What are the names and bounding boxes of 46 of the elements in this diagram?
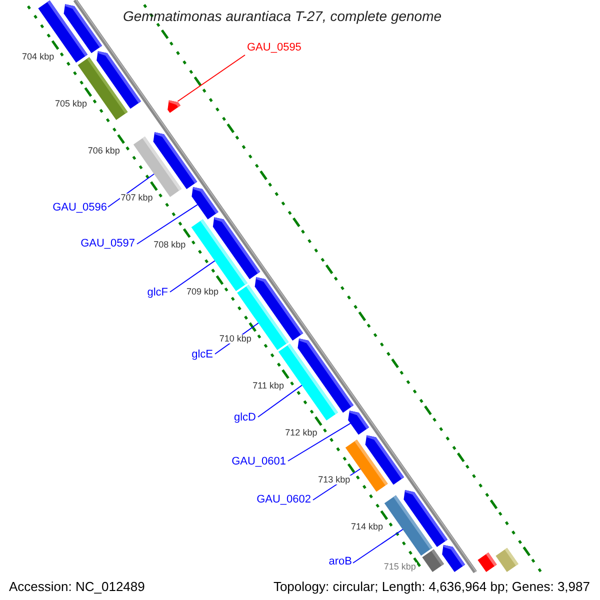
gene-segment — [478, 552, 497, 572]
gene-segment — [237, 284, 289, 350]
leader-line — [136, 204, 198, 244]
leader-line — [177, 54, 246, 102]
gene-segment — [365, 435, 404, 485]
scale-label: 705 kbp — [54, 100, 88, 109]
gene-segment — [442, 544, 466, 572]
scale-label: 714 kbp — [350, 522, 384, 532]
gene-segment — [348, 410, 370, 435]
gene-label: glcD — [234, 412, 256, 424]
scale-label: 711 kbp — [252, 382, 285, 391]
scale-label: 706 kbp — [86, 146, 121, 156]
gene-label: GAU_0602 — [256, 494, 311, 506]
scale-label: 715 kbp — [382, 562, 417, 572]
scale-label: 713 kbp — [317, 476, 352, 485]
gene-label: GAU_0601 — [232, 456, 286, 468]
gene-segment — [96, 51, 142, 109]
scale-label: 710 kbp — [218, 334, 252, 344]
gene-label: glcF — [147, 288, 168, 298]
scale-label: 709 kbp — [186, 288, 220, 297]
genome-stats-text: Topology: circular; Length: 4,636,964 bp; Genes: 3,987 — [273, 580, 590, 593]
gene-label: GAU_0595 — [247, 42, 302, 54]
gene-segment — [422, 549, 444, 572]
title: Gemmatimonas aurantiaca T-27, complete genome — [123, 9, 442, 23]
gene-segment — [496, 548, 518, 572]
leader-line — [258, 384, 302, 418]
scale-label: 707 kbp — [120, 194, 154, 203]
gene-segment — [153, 132, 198, 190]
scale-label: 704 kbp — [21, 52, 56, 62]
gene-label: glcE — [192, 350, 213, 360]
leader-line — [108, 174, 155, 208]
scale-label: 712 kbp — [284, 428, 318, 438]
leader-line — [288, 422, 351, 462]
leader-line — [352, 528, 404, 564]
gene-label: GAU_0596 — [52, 202, 107, 214]
gene-segment — [64, 4, 102, 54]
scale-label: 708 kbp — [152, 240, 187, 250]
gene-label: GAU_0597 — [80, 238, 135, 250]
leader-line — [170, 260, 216, 292]
accession-text: Accession: NC_012489 — [9, 580, 145, 593]
gene-segment — [298, 338, 354, 413]
gene-label: aroB — [328, 556, 352, 568]
gene-segment — [168, 100, 180, 113]
gene-segment — [192, 187, 218, 220]
gene-segment — [212, 217, 260, 280]
gene-segment — [404, 490, 448, 547]
